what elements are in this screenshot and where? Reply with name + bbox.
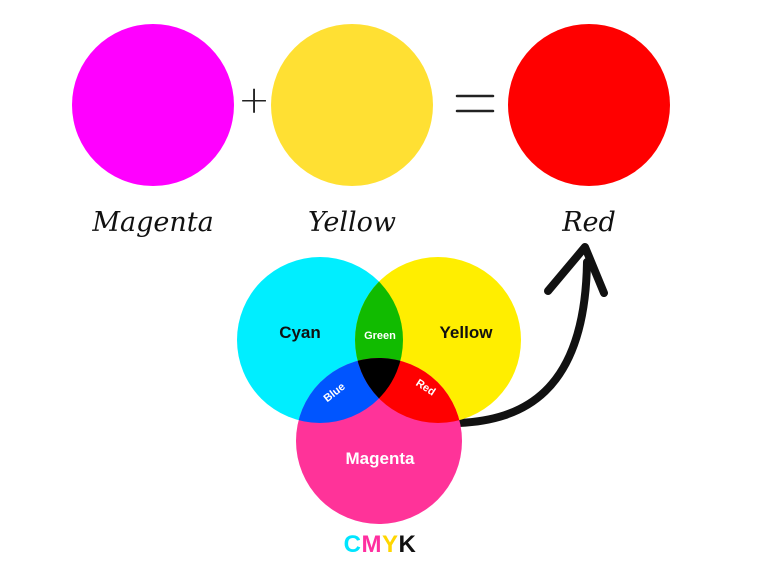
magenta-label: Magenta — [91, 207, 213, 238]
yellow-label: Yellow — [308, 207, 396, 238]
plus-sign: + — [238, 78, 270, 122]
yellow-color-circle — [271, 24, 433, 186]
red-overlap — [355, 358, 462, 423]
cmyk-venn-diagram: Cyan Yellow Magenta Green Blue Red — [237, 257, 521, 524]
cmyk-title: CMYK — [344, 531, 417, 558]
red-color-circle — [508, 24, 670, 186]
cmyk-letter-y: Y — [382, 531, 399, 558]
red-label: Red — [561, 207, 616, 238]
magenta-color-circle — [72, 24, 234, 186]
curved-arrow-icon — [455, 243, 608, 427]
cmyk-letter-k: K — [399, 531, 417, 558]
yellow-circle-label: Yellow — [440, 323, 494, 342]
blue-overlap — [296, 358, 403, 423]
cmyk-letter-c: C — [344, 531, 362, 558]
cmyk-letter-m: M — [361, 531, 382, 558]
green-overlap-label: Green — [364, 330, 396, 342]
equals-sign — [455, 94, 495, 113]
cyan-circle-label: Cyan — [279, 323, 321, 342]
magenta-circle-label: Magenta — [346, 449, 416, 468]
